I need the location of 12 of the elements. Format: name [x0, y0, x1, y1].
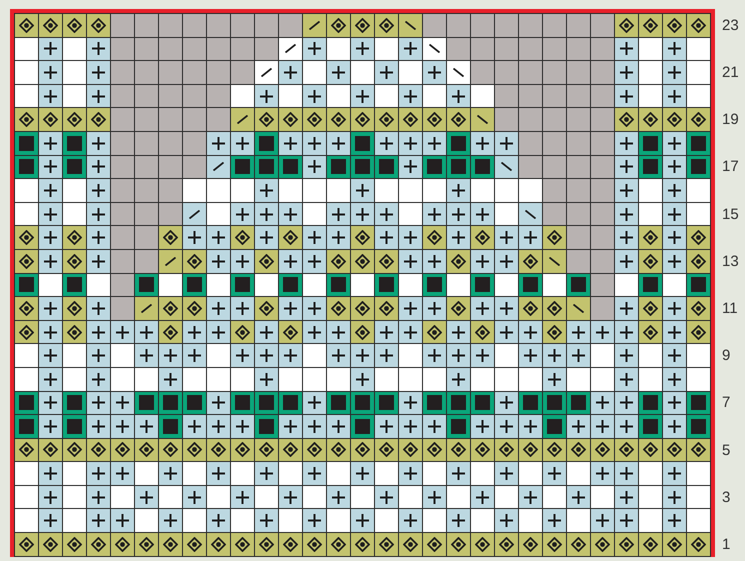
row-number: 9 [722, 347, 730, 366]
row-number: 23 [722, 16, 739, 35]
row-number: 5 [722, 442, 730, 460]
row-number: 21 [722, 64, 739, 82]
row-number: 13 [722, 252, 739, 271]
row-number: 7 [722, 394, 730, 412]
row-number: 3 [722, 488, 730, 507]
row-number: 1 [722, 536, 730, 554]
row-number: 17 [722, 158, 739, 176]
row-number: 15 [722, 206, 739, 224]
row-number: 11 [722, 300, 738, 318]
row-number: 19 [722, 111, 739, 130]
